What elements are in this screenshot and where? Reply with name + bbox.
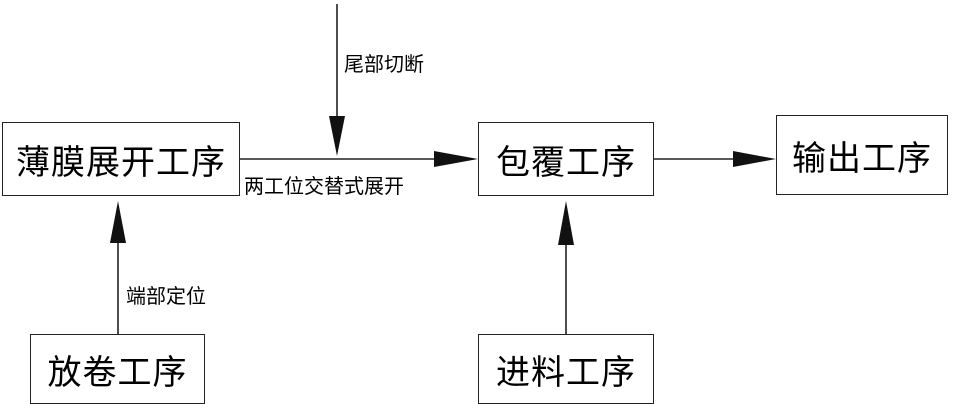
node-feeding-label: 进料工序 xyxy=(496,345,636,394)
arrow-feeding-head xyxy=(558,201,574,245)
node-unwinding-label: 放卷工序 xyxy=(48,345,188,394)
node-wrapping-label: 包覆工序 xyxy=(496,135,636,184)
edge-label-tail-cut: 尾部切断 xyxy=(344,48,424,77)
edge-label-end-position: 端部定位 xyxy=(126,280,206,309)
node-feeding: 进料工序 xyxy=(478,334,654,404)
arrow-film-to-wrapping-head xyxy=(434,151,478,167)
node-film-unwind-label: 薄膜展开工序 xyxy=(16,135,226,184)
arrow-end-position-head xyxy=(110,201,126,243)
arrow-wrapping-to-output-head xyxy=(733,151,776,167)
node-output: 输出工序 xyxy=(776,115,948,195)
node-output-label: 输出工序 xyxy=(792,131,932,180)
edge-label-two-station: 两工位交替式展开 xyxy=(244,170,404,199)
node-unwinding: 放卷工序 xyxy=(30,334,205,404)
node-wrapping: 包覆工序 xyxy=(478,122,654,196)
node-film-unwind: 薄膜展开工序 xyxy=(2,122,240,196)
arrow-tail-cut-head xyxy=(329,116,345,156)
